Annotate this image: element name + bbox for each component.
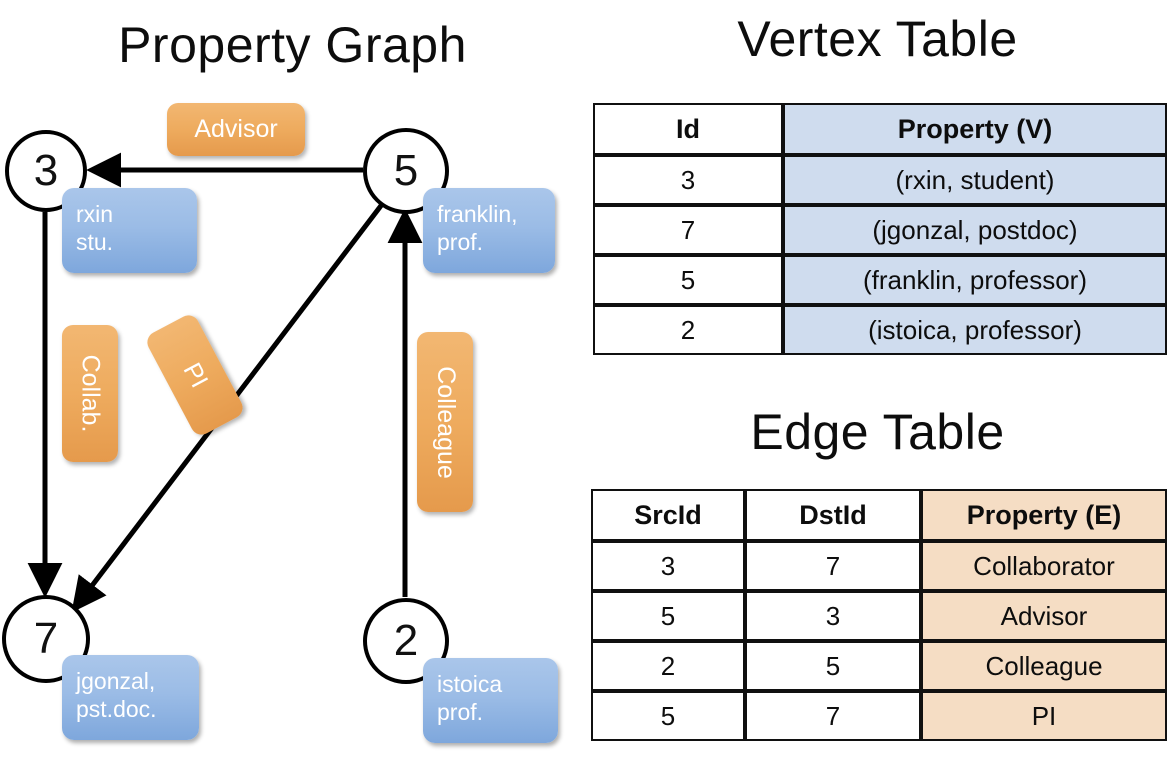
edge-label-colleague-text: Colleague bbox=[431, 365, 460, 479]
edge-label-advisor: Advisor bbox=[167, 103, 305, 156]
node-5-property-line-1: franklin, bbox=[437, 201, 518, 227]
page-title-edge-table: Edge Table bbox=[750, 404, 1005, 460]
page-title-property-graph: Property Graph bbox=[118, 17, 467, 73]
vertex-row-0-id: 3 bbox=[593, 155, 783, 205]
edge-row-0-dstid: 7 bbox=[745, 541, 921, 591]
table-row: 3 (rxin, student) bbox=[593, 155, 1167, 205]
edge-row-2-property: Colleague bbox=[921, 641, 1167, 691]
edge-row-1-property: Advisor bbox=[921, 591, 1167, 641]
edge-row-2-dstid: 5 bbox=[745, 641, 921, 691]
edge-row-1-dstid: 3 bbox=[745, 591, 921, 641]
node-2-property-line-1: istoica bbox=[437, 671, 503, 697]
node-5-property-box: franklin, prof. bbox=[423, 188, 555, 273]
graph-node-7-id: 7 bbox=[33, 614, 59, 663]
table-row: 5 (franklin, professor) bbox=[593, 255, 1167, 305]
edge-table-header-srcid: SrcId bbox=[591, 489, 745, 541]
table-row: 2 5 Colleague bbox=[591, 641, 1167, 691]
vertex-table-header-row: Id Property (V) bbox=[593, 103, 1167, 155]
node-7-property-line-1: jgonzal, bbox=[76, 668, 156, 694]
node-3-property-box: rxin stu. bbox=[62, 188, 197, 273]
edge-table: SrcId DstId Property (E) 3 7 Collaborato… bbox=[591, 489, 1167, 741]
edge-label-advisor-text: Advisor bbox=[194, 115, 278, 143]
vertex-row-3-property: (istoica, professor) bbox=[783, 305, 1167, 355]
table-row: 2 (istoica, professor) bbox=[593, 305, 1167, 355]
property-graph-panel: 3 5 7 2 rxin stu. franklin, prof. jgonza… bbox=[2, 103, 558, 743]
edge-label-colleague: Colleague bbox=[417, 332, 473, 512]
node-3-property-line-2: stu. bbox=[76, 229, 114, 256]
edge-row-0-property: Collaborator bbox=[921, 541, 1167, 591]
graph-node-2[interactable]: 2 bbox=[363, 598, 449, 684]
node-7-property-line-2: pst.doc. bbox=[76, 696, 157, 723]
vertex-table-header-property: Property (V) bbox=[783, 103, 1167, 155]
edge-row-0-srcid: 3 bbox=[591, 541, 745, 591]
edge-label-collab-text: Collab. bbox=[76, 354, 105, 433]
edge-label-pi-text: PI bbox=[177, 357, 214, 392]
edge-row-3-dstid: 7 bbox=[745, 691, 921, 741]
graph-node-3-id: 3 bbox=[33, 146, 59, 195]
node-2-property-box: istoica prof. bbox=[423, 658, 558, 743]
edge-table-header-property: Property (E) bbox=[921, 489, 1167, 541]
table-row: 5 3 Advisor bbox=[591, 591, 1167, 641]
node-5-property-line-2: prof. bbox=[437, 229, 484, 256]
graph-node-2-id: 2 bbox=[393, 616, 419, 665]
table-row: 7 (jgonzal, postdoc) bbox=[593, 205, 1167, 255]
node-7-property-box: jgonzal, pst.doc. bbox=[62, 655, 199, 740]
page-title-vertex-table: Vertex Table bbox=[737, 11, 1018, 67]
table-row: 3 7 Collaborator bbox=[591, 541, 1167, 591]
edge-row-2-srcid: 2 bbox=[591, 641, 745, 691]
vertex-row-0-property: (rxin, student) bbox=[783, 155, 1167, 205]
vertex-table: Id Property (V) 3 (rxin, student) 7 (jgo… bbox=[593, 103, 1167, 355]
vertex-row-1-id: 7 bbox=[593, 205, 783, 255]
vertex-table-header-id: Id bbox=[593, 103, 783, 155]
edge-row-1-srcid: 5 bbox=[591, 591, 745, 641]
vertex-row-2-id: 5 bbox=[593, 255, 783, 305]
node-3-property-line-1: rxin bbox=[76, 201, 114, 227]
table-row: 5 7 PI bbox=[591, 691, 1167, 741]
vertex-row-2-property: (franklin, professor) bbox=[783, 255, 1167, 305]
edge-label-collab: Collab. bbox=[62, 325, 118, 462]
vertex-row-3-id: 2 bbox=[593, 305, 783, 355]
vertex-row-1-property: (jgonzal, postdoc) bbox=[783, 205, 1167, 255]
graph-node-5-id: 5 bbox=[393, 146, 419, 195]
edge-table-header-dstid: DstId bbox=[745, 489, 921, 541]
edge-row-3-property: PI bbox=[921, 691, 1167, 741]
node-2-property-line-2: prof. bbox=[437, 699, 484, 726]
edge-row-3-srcid: 5 bbox=[591, 691, 745, 741]
edge-table-header-row: SrcId DstId Property (E) bbox=[591, 489, 1167, 541]
